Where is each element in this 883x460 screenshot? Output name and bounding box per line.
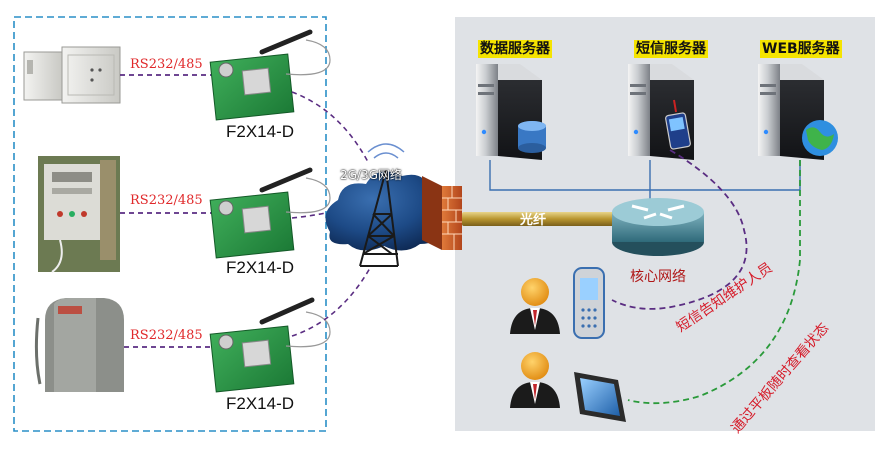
server-label: WEB服务器: [760, 40, 842, 58]
mobile-phone-icon: [573, 267, 605, 339]
fiber-cable: [462, 212, 614, 226]
device-label: F2X14-D: [226, 258, 295, 277]
notification-links: [611, 149, 801, 405]
network-label: 2G/3G网络: [340, 168, 402, 182]
rs-links: [120, 74, 212, 348]
server-label: 短信服务器: [634, 40, 708, 58]
data-server-icon: [476, 64, 546, 160]
electrical-cabinet-image: [23, 46, 121, 104]
gsm-module-board: [209, 29, 331, 121]
cell-tower-icon: [359, 143, 405, 267]
rs-link-label: RS232/485: [130, 193, 203, 208]
firewall-icon: [422, 176, 462, 250]
cloud-icon: [325, 171, 445, 251]
fiber-label: 光纤: [520, 213, 547, 228]
control-cabinet-image: [38, 156, 120, 273]
web-server-icon: [758, 64, 838, 160]
core-network-label: 核心网络: [630, 269, 686, 285]
transformer-box-image: [34, 298, 124, 392]
server-label: 数据服务器: [478, 40, 552, 58]
sms-server-icon: [628, 64, 694, 160]
router-icon: [612, 198, 704, 256]
tablet-icon: [574, 372, 626, 422]
gsm-module-board: [209, 167, 331, 259]
gsm-module-board: [209, 297, 331, 393]
person-icon: [510, 352, 560, 408]
person-icon: [510, 278, 560, 334]
rs-link-label: RS232/485: [130, 328, 203, 343]
device-label: F2X14-D: [226, 122, 295, 141]
rs-link-label: RS232/485: [130, 57, 203, 72]
device-label: F2X14-D: [226, 394, 295, 413]
